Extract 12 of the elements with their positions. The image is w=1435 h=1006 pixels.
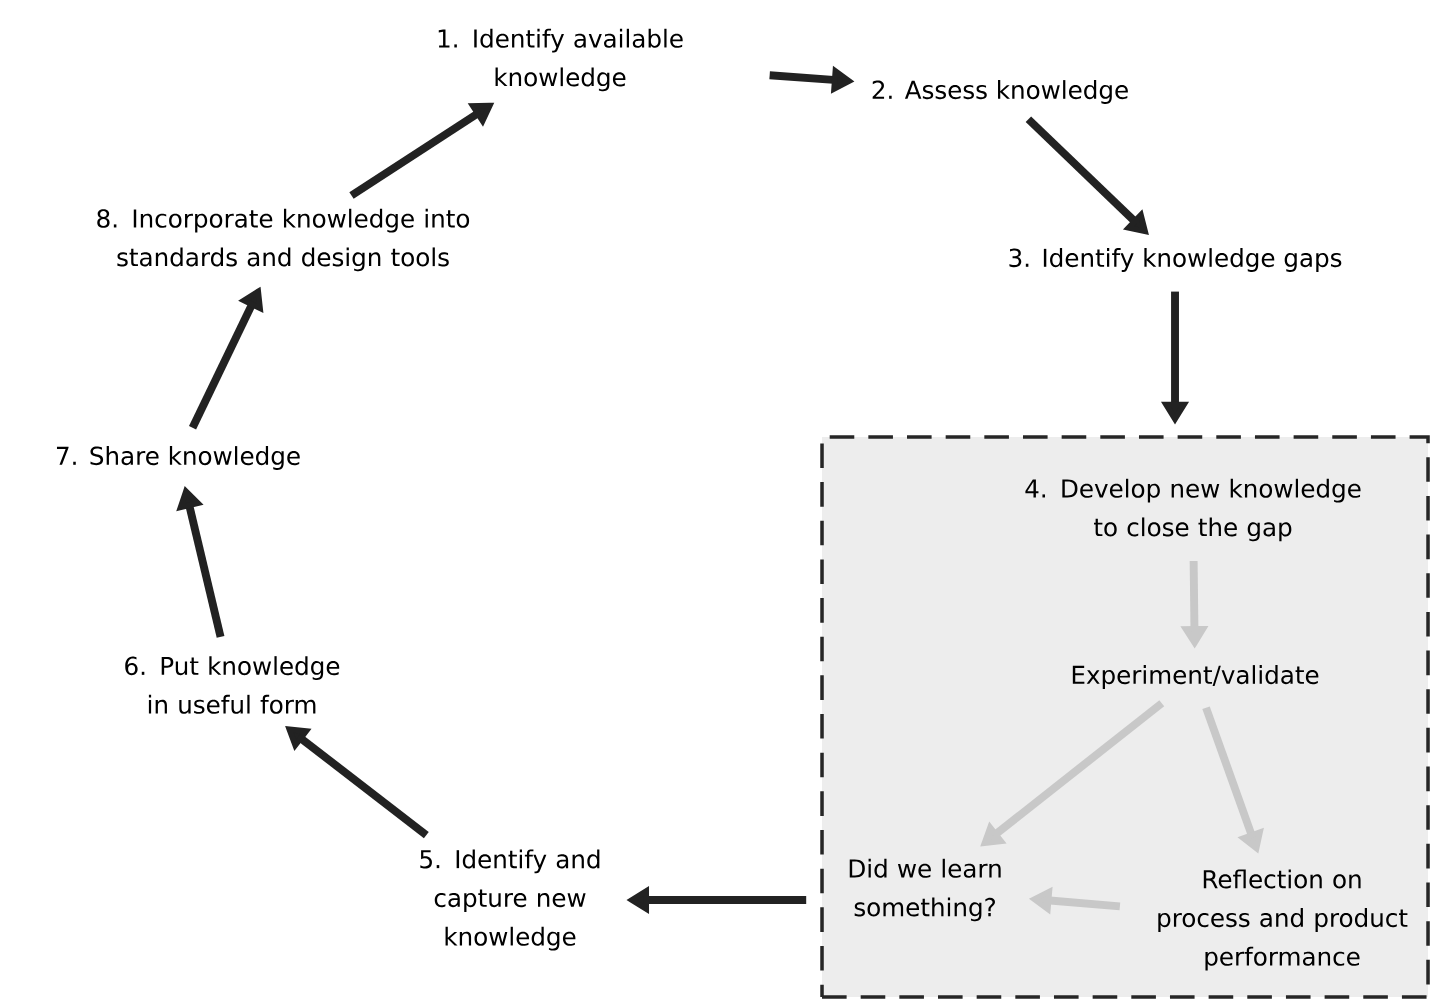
- step-label: 5. Identify and capture new knowledge: [420, 849, 600, 951]
- step-label: 7. Share knowledge: [57, 446, 300, 470]
- step-label: Experiment/validate: [1072, 665, 1319, 689]
- question-label: Did we learn something?: [849, 858, 1001, 922]
- step-label: 1. Identify available knowledge: [438, 28, 683, 92]
- step-label: Reflection on process and product performance: [1158, 869, 1408, 971]
- step-label: 4. Develop new knowledge to close the gap: [1025, 478, 1361, 542]
- step-label: 3. Identify knowledge gaps: [1009, 248, 1342, 272]
- dashed-box: [820, 435, 1430, 999]
- step-label: 8. Incorporate knowledge into standards and design tools: [97, 208, 470, 272]
- step-label: 6. Put knowledge in useful form: [125, 656, 340, 714]
- step-label: 2. Assess knowledge: [872, 80, 1128, 104]
